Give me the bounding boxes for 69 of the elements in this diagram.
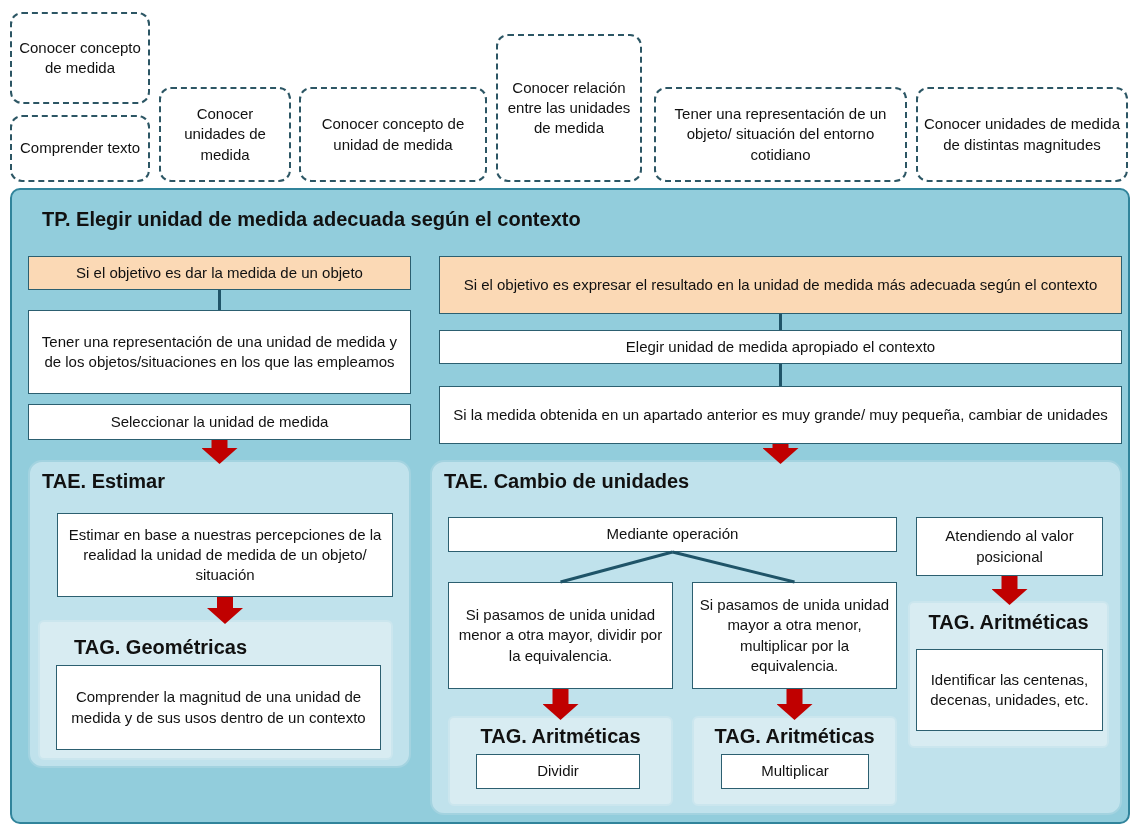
box-text: Seleccionar la unidad de medida — [109, 411, 330, 432]
box-text: Si el objetivo es expresar el resultado en la unidad de medida más adecuada según el contexto — [462, 274, 1099, 295]
subtask-panel — [28, 460, 411, 768]
process-box — [692, 582, 897, 689]
box-text: Estimar en base a nuestras percepciones de la realidad la unidad de medida de un objeto/ situación — [67, 524, 383, 586]
arrow — [776, 689, 813, 720]
box-text: Comprender la magnitud de una unidad de medida y de sus usos dentro de un contexto — [70, 687, 367, 728]
process-box — [439, 386, 1122, 444]
condition-box — [28, 256, 411, 290]
connector-line — [560, 550, 673, 584]
subtask-panel — [692, 716, 897, 806]
arrow — [762, 444, 799, 464]
panel-heading: TAE. Cambio de unidades — [444, 470, 690, 493]
subtask-panel — [908, 601, 1109, 748]
box-text: Tener una representación de una unidad de medida y de los objetos/situaciones en los que las empleamos — [40, 331, 399, 372]
process-box — [448, 582, 673, 689]
connector-line — [779, 314, 782, 330]
process-box — [916, 649, 1103, 731]
prerequisite-box — [299, 87, 487, 182]
prerequisite-box — [916, 87, 1128, 182]
box-text: Tener una representación de un objeto/ situación del entorno cotidiano — [673, 104, 888, 165]
arrow — [542, 689, 579, 720]
process-box — [57, 513, 393, 597]
condition-box — [439, 256, 1122, 314]
panel-heading: TAG. Aritméticas — [479, 725, 642, 748]
box-text: Comprender texto — [18, 138, 142, 159]
box-text: Conocer concepto de medida — [18, 37, 142, 78]
box-text: Conocer concepto de unidad de medida — [320, 114, 466, 155]
process-box — [721, 754, 869, 789]
box-text: Identificar las centenas, decenas, unidades, etc. — [929, 669, 1090, 710]
box-text: Multiplicar — [760, 761, 830, 782]
subtask-panel — [430, 460, 1122, 815]
box-text: Mediante operación — [605, 524, 740, 545]
subtask-panel — [38, 620, 393, 760]
panel-heading: TAG. Geométricas — [74, 636, 248, 659]
connector-line — [779, 364, 782, 386]
panel-heading: TAG. Aritméticas — [713, 725, 876, 748]
box-text: Si el objetivo es dar la medida de un objeto — [75, 262, 364, 283]
process-box — [476, 754, 640, 789]
box-text: Si pasamos de unida unidad menor a otra mayor, dividir por la equivalencia. — [457, 605, 664, 666]
box-text: Si la medida obtenida en un apartado anterior es muy grande/ muy pequeña, cambiar de unidades — [452, 404, 1109, 425]
box-text: Conocer relación entre las unidades de medida — [506, 77, 632, 139]
panel-heading: TAG. Aritméticas — [927, 611, 1090, 634]
prerequisite-box — [654, 87, 907, 182]
box-text: Atendiendo al valor posicional — [944, 526, 1075, 567]
prerequisite-box — [496, 34, 642, 182]
box-text: Dividir — [536, 761, 580, 782]
box-text: Elegir unidad de medida apropiado el contexto — [624, 336, 937, 357]
prerequisite-box — [10, 12, 150, 104]
process-box — [28, 404, 411, 440]
process-box — [28, 310, 411, 394]
box-text: Conocer unidades de medida — [183, 104, 267, 165]
task-panel — [10, 188, 1130, 824]
connector-line — [218, 290, 221, 310]
process-box — [439, 330, 1122, 364]
box-text: Conocer unidades de medida de distintas magnitudes — [923, 114, 1121, 155]
arrow — [991, 576, 1028, 605]
prerequisite-box — [159, 87, 291, 182]
panel-heading: TP. Elegir unidad de medida adecuada según el contexto — [42, 208, 581, 231]
prerequisite-box — [10, 115, 150, 182]
panel-heading: TAE. Estimar — [42, 470, 165, 493]
process-box — [448, 517, 897, 552]
connector-line — [672, 550, 795, 584]
arrow — [201, 440, 238, 464]
process-box — [916, 517, 1103, 576]
box-text: Si pasamos de unida unidad mayor a otra menor, multiplicar por la equivalencia. — [698, 595, 891, 676]
arrow — [207, 597, 243, 624]
subtask-panel — [448, 716, 673, 806]
process-box — [56, 665, 381, 750]
